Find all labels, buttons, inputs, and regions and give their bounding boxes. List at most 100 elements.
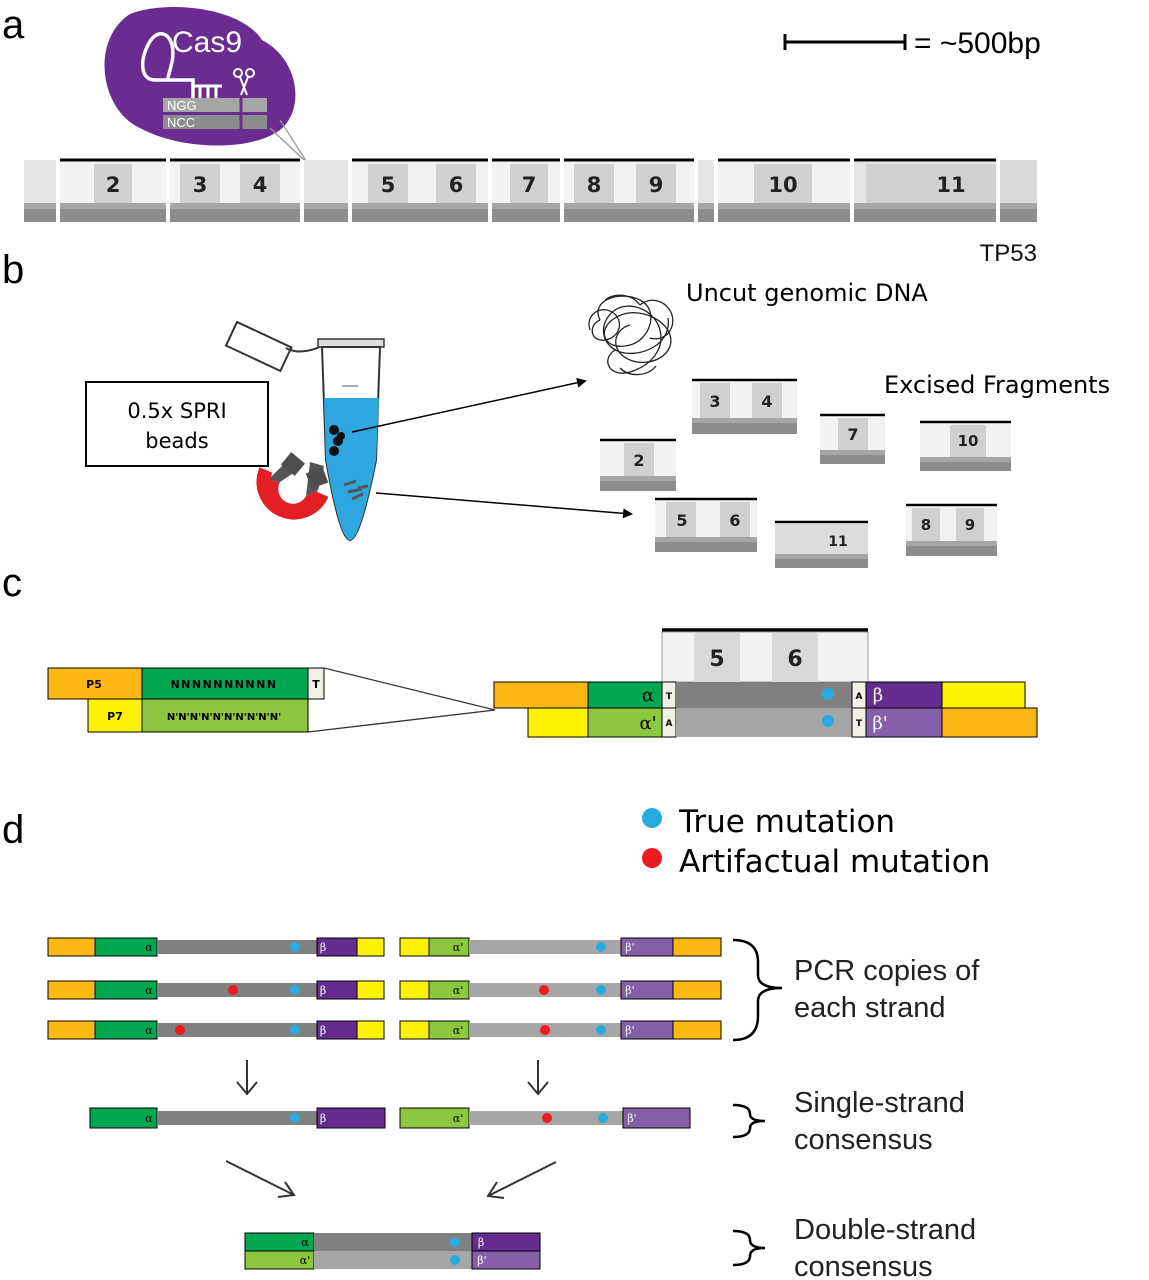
dcs-alpha: α xyxy=(301,1236,309,1249)
brace-sscs xyxy=(732,1103,766,1139)
panel-d: True mutation Artifactual mutation α β α… xyxy=(47,804,990,1280)
pcr-right-alpha-prime: α' xyxy=(453,941,463,954)
arrow-down-left xyxy=(236,1060,258,1096)
spri-label-line1: 0.5x SPRI xyxy=(127,399,226,423)
panel-a: Cas9 NGG NCC = ~500bp xyxy=(24,6,1041,267)
true-mutation-dot xyxy=(596,942,606,952)
fragment-2: 2 xyxy=(600,438,676,491)
construct-beta-prime: β' xyxy=(872,713,887,734)
fragment-label-9: 9 xyxy=(965,516,975,534)
arrow-diag-right xyxy=(486,1161,557,1199)
fragment-label-3: 3 xyxy=(709,392,720,411)
fragment-label-8: 8 xyxy=(921,516,931,534)
true-mutation-dot xyxy=(450,1255,460,1265)
panel-c: P5 P7 NNNNNNNNNN N'N'N'N'N'N'N'N'N'N' T … xyxy=(47,628,1038,738)
construct-true-mutation-top xyxy=(822,688,834,700)
panel-letter-c: c xyxy=(2,561,22,605)
exon-label-3: 3 xyxy=(193,173,208,197)
dcs-beta-prime: β' xyxy=(477,1254,486,1267)
artifact-mutation-dot xyxy=(540,1025,550,1035)
sscs-right-beta-prime: β' xyxy=(627,1112,636,1125)
fragment-label-11: 11 xyxy=(828,534,847,550)
fragment-5-6: 5 6 xyxy=(655,497,757,552)
fragment-7: 7 xyxy=(820,413,885,464)
pcr-right-beta-prime: β' xyxy=(625,941,634,954)
brace-dcs xyxy=(732,1229,766,1267)
exon-label-4: 4 xyxy=(253,173,268,197)
legend-true-dot xyxy=(642,808,662,828)
sscs-left-alpha: α xyxy=(145,1112,153,1125)
exon-label-2: 2 xyxy=(106,173,121,197)
guide-rna xyxy=(140,32,195,100)
pcr-right-beta-prime: β' xyxy=(625,1024,634,1037)
dcs-duplex: α α' β β' xyxy=(244,1232,541,1270)
artifact-mutation-dot xyxy=(175,1025,185,1035)
tp53-gene-track: 2 3 4 5 6 7 8 9 10 11 xyxy=(24,158,1037,224)
fragment-label-4: 4 xyxy=(761,392,772,411)
t-overhang-label: T xyxy=(312,678,320,691)
exon-label-9: 9 xyxy=(649,173,664,197)
true-mutation-dot xyxy=(596,1025,606,1035)
panel-letter-b: b xyxy=(2,248,24,292)
sscs-label-line2: consensus xyxy=(794,1124,933,1156)
spri-box xyxy=(85,381,269,467)
pcr-copies-left: α β α β α β xyxy=(47,937,385,1040)
pcr-left-alpha: α xyxy=(145,1024,153,1037)
dcs-alpha-prime: α' xyxy=(300,1254,310,1267)
construct-exon-5: 5 xyxy=(709,647,724,672)
fragment-label-5: 5 xyxy=(676,511,687,530)
construct-base-t-bottom: T xyxy=(856,719,863,729)
adapter-p5-label: P5 xyxy=(86,678,102,691)
pcr-right-alpha-prime: α' xyxy=(453,1024,463,1037)
construct-base-t-top: T xyxy=(666,692,673,702)
sscs-right-alpha-prime: α' xyxy=(453,1112,463,1125)
scissors-icon xyxy=(233,68,255,96)
exon-label-8: 8 xyxy=(587,173,602,197)
true-mutation-dot xyxy=(290,985,300,995)
pam-top-label: NGG xyxy=(167,98,197,113)
exon-label-6: 6 xyxy=(449,173,464,197)
umi-top-label: NNNNNNNNNN xyxy=(170,678,277,691)
artifact-mutation-dot xyxy=(542,1113,552,1123)
arrow-to-fragments xyxy=(375,492,633,519)
scale-label: = ~500bp xyxy=(914,27,1041,60)
tube-icon xyxy=(224,320,385,542)
pcr-right-alpha-prime: α' xyxy=(453,984,463,997)
exon-label-5: 5 xyxy=(381,173,396,197)
gene-label-tp53: TP53 xyxy=(980,240,1037,267)
arrow-to-uncut-dna xyxy=(351,377,587,433)
fragment-label-6: 6 xyxy=(729,511,740,530)
pcr-right-beta-prime: β' xyxy=(625,984,634,997)
panel-b: 0.5x SPRI beads xyxy=(85,279,1110,568)
artifact-mutation-dot xyxy=(539,985,549,995)
dcs-label-line2: consensus xyxy=(794,1251,933,1280)
legend-artifact-dot xyxy=(642,848,662,868)
fragment-label-7: 7 xyxy=(847,425,858,444)
uncut-dna-label: Uncut genomic DNA xyxy=(686,279,928,307)
pcr-copies-right: α' β' α' β' α' β' xyxy=(399,937,722,1040)
scale-bar xyxy=(783,34,907,50)
construct-base-a-bottom: A xyxy=(666,719,673,729)
arrow-diag-left xyxy=(225,1160,296,1198)
exon-label-7: 7 xyxy=(522,173,537,197)
true-mutation-dot xyxy=(596,985,606,995)
fragment-8-9: 8 9 xyxy=(906,503,997,556)
construct-exon-6: 6 xyxy=(787,647,802,672)
uncut-dna-tangle xyxy=(588,294,674,376)
legend-true-label: True mutation xyxy=(678,804,895,840)
pcr-label-line1: PCR copies of xyxy=(794,955,980,987)
exon-label-11: 11 xyxy=(936,173,965,197)
sscs-label-line1: Single-strand xyxy=(794,1087,965,1119)
pcr-left-beta: β xyxy=(320,984,326,997)
brace-pcr xyxy=(732,938,783,1042)
construct-alpha-prime: α' xyxy=(639,713,656,734)
arrow-down-right xyxy=(527,1060,549,1096)
fragment-label-10: 10 xyxy=(958,432,979,450)
pam-bottom-label: NCC xyxy=(167,115,195,130)
dcs-beta: β xyxy=(478,1236,484,1249)
ligated-construct: 5 6 α α' β β' T A A T xyxy=(493,628,1038,738)
fragment-3-4: 3 4 xyxy=(692,378,797,434)
true-mutation-dot xyxy=(450,1237,460,1247)
spri-label-line2: beads xyxy=(145,429,208,453)
sscs-left-beta: β xyxy=(320,1112,326,1125)
